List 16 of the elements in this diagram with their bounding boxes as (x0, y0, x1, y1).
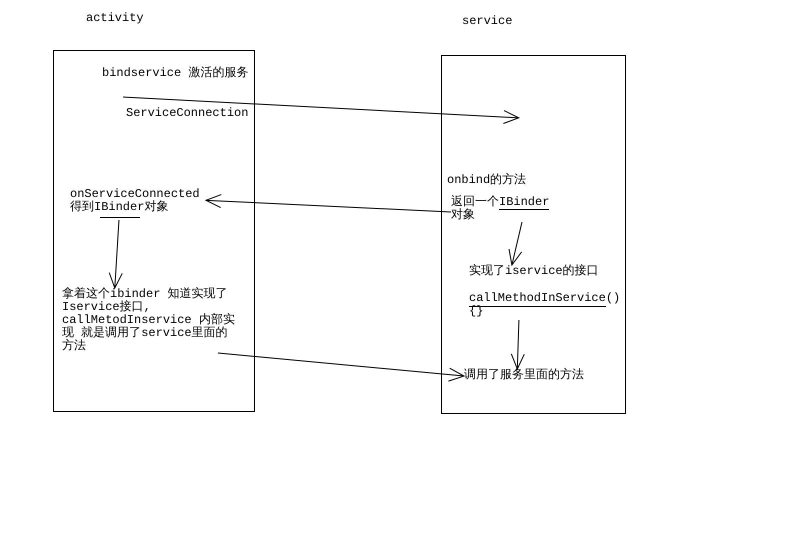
note-text: 调用了服务里面的方法 (464, 369, 588, 384)
arrow (108, 220, 123, 288)
arrow (122, 96, 520, 124)
box-heading: activity (86, 12, 144, 25)
arrow (217, 352, 464, 382)
note-text: 实现了iservice的接口 (469, 265, 599, 279)
edge-label: bindservice 激活的服务 (102, 67, 248, 80)
box-heading: service (462, 15, 512, 28)
note-text: onServiceConnected 得到IBinder对象 (70, 188, 206, 220)
label-text: onbind的方法 (447, 174, 526, 187)
note-text: 返回一个IBinder对象 (451, 196, 551, 222)
label-text: ServiceConnection (126, 107, 248, 120)
arrow (510, 320, 525, 370)
note-text: 拿着这个ibinder 知道实现了Iservice接口, callMetodInservice 内部实现 就是调用了service里面的方法 (62, 288, 238, 353)
arrow (508, 222, 522, 266)
arrow (206, 194, 452, 212)
